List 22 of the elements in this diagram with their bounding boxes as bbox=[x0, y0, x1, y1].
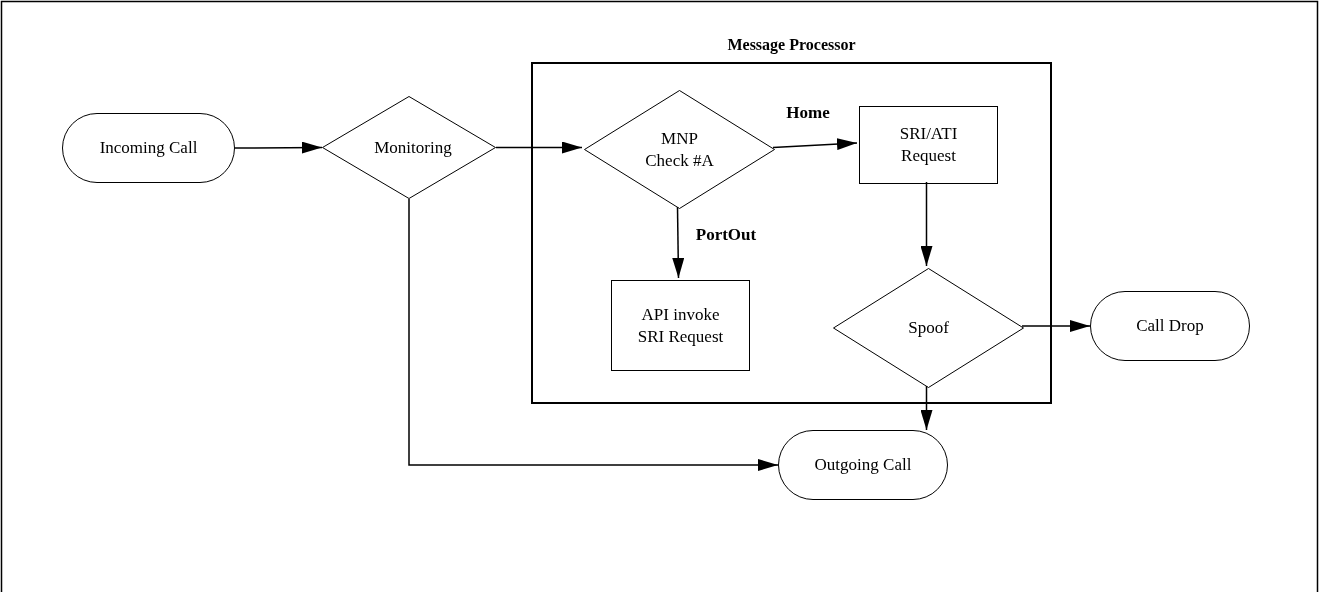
arrow bbox=[234, 141, 323, 154]
arrow bbox=[772, 138, 858, 151]
node-label: Monitoring bbox=[373, 136, 453, 159]
group-title: Message Processor bbox=[726, 36, 857, 54]
node-label: MNP Check #A bbox=[644, 127, 715, 172]
arrow bbox=[408, 198, 779, 471]
process-box bbox=[611, 280, 750, 371]
arrow bbox=[920, 385, 933, 431]
node-label: SRI/ATI Request bbox=[898, 123, 959, 167]
node-label: Spoof bbox=[907, 317, 950, 339]
arrow bbox=[672, 206, 685, 279]
node-label: Incoming Call bbox=[98, 137, 199, 159]
node-label: Outgoing Call bbox=[813, 454, 913, 476]
decision-diamond bbox=[322, 96, 496, 199]
node-label: API invoke SRI Request bbox=[636, 303, 725, 348]
arrow bbox=[495, 141, 583, 154]
node-label: Call Drop bbox=[1135, 315, 1205, 337]
arrow bbox=[920, 181, 933, 267]
arrow bbox=[1021, 320, 1091, 332]
decision-diamond bbox=[584, 90, 775, 209]
decision-diamond bbox=[833, 268, 1024, 388]
process-box bbox=[859, 106, 998, 184]
